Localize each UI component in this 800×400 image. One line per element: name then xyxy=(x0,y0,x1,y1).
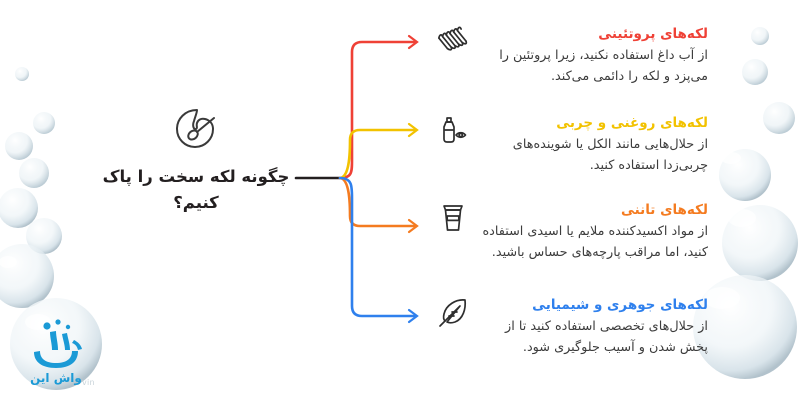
connector-branch-1 xyxy=(338,128,416,180)
connector-branch-0 xyxy=(338,40,416,180)
branch-item-oil-grease[interactable]: لکه‌های روغنی و چربی از حلال‌هایی مانند … xyxy=(430,113,708,177)
connector-branch-2 xyxy=(338,176,416,228)
branch-text-oil-grease: لکه‌های روغنی و چربی از حلال‌هایی مانند … xyxy=(478,113,708,177)
sponge-scrub-icon xyxy=(438,26,468,51)
central-topic-title: چگونه لکه سخت را پاک کنیم؟ xyxy=(102,167,290,212)
dropper-bottle-icon xyxy=(443,117,467,143)
branch-title-tannin: لکه‌های تاننی xyxy=(621,202,708,218)
brand-logo-name: واش این xyxy=(30,371,82,386)
branch-title-oil-grease: لکه‌های روغنی و چربی xyxy=(556,115,708,131)
brand-logo[interactable]: واش این xyxy=(10,300,102,392)
branch-title-protein: لکه‌های پروتئینی xyxy=(598,26,708,42)
branch-body-tannin: از مواد اکسیدکننده ملایم یا اسیدی استفاد… xyxy=(482,224,708,260)
branch-body-oil-grease: از حلال‌هایی مانند الکل یا شوینده‌های چر… xyxy=(512,137,708,173)
content-card xyxy=(60,6,742,394)
branch-text-protein: لکه‌های پروتئینی از آب داغ استفاده نکنید… xyxy=(478,24,708,88)
coffee-cup-icon xyxy=(443,205,463,231)
feather-quill-icon xyxy=(439,299,467,327)
branch-title-ink-chemical: لکه‌های جوهری و شیمیایی xyxy=(532,297,708,313)
arrowhead-2 xyxy=(407,218,419,234)
branch-body-protein: از آب داغ استفاده نکنید، زیرا پروتئین را… xyxy=(499,48,708,84)
branch-text-tannin: لکه‌های تاننی از مواد اکسیدکننده ملایم ی… xyxy=(478,200,708,264)
arrowhead-0 xyxy=(407,34,419,50)
branch-item-tannin[interactable]: لکه‌های تاننی از مواد اکسیدکننده ملایم ی… xyxy=(430,200,708,264)
watermark-text: vin xyxy=(82,378,95,387)
central-topic: چگونه لکه سخت را پاک کنیم؟ xyxy=(96,104,296,215)
branch-item-ink-chemical[interactable]: لکه‌های جوهری و شیمیایی از حلال‌های تخصص… xyxy=(430,295,708,359)
stain-brush-icon xyxy=(176,109,215,148)
branch-text-ink-chemical: لکه‌های جوهری و شیمیایی از حلال‌های تخصص… xyxy=(478,295,708,359)
arrowhead-1 xyxy=(407,122,419,138)
branch-body-ink-chemical: از حلال‌های تخصصی استفاده کنید تا از پخش… xyxy=(505,319,708,355)
arrowhead-3 xyxy=(407,308,419,324)
connector-branch-3 xyxy=(338,176,416,318)
brand-logo-mark: واش این xyxy=(30,319,82,386)
branch-item-protein[interactable]: لکه‌های پروتئینی از آب داغ استفاده نکنید… xyxy=(430,24,708,88)
